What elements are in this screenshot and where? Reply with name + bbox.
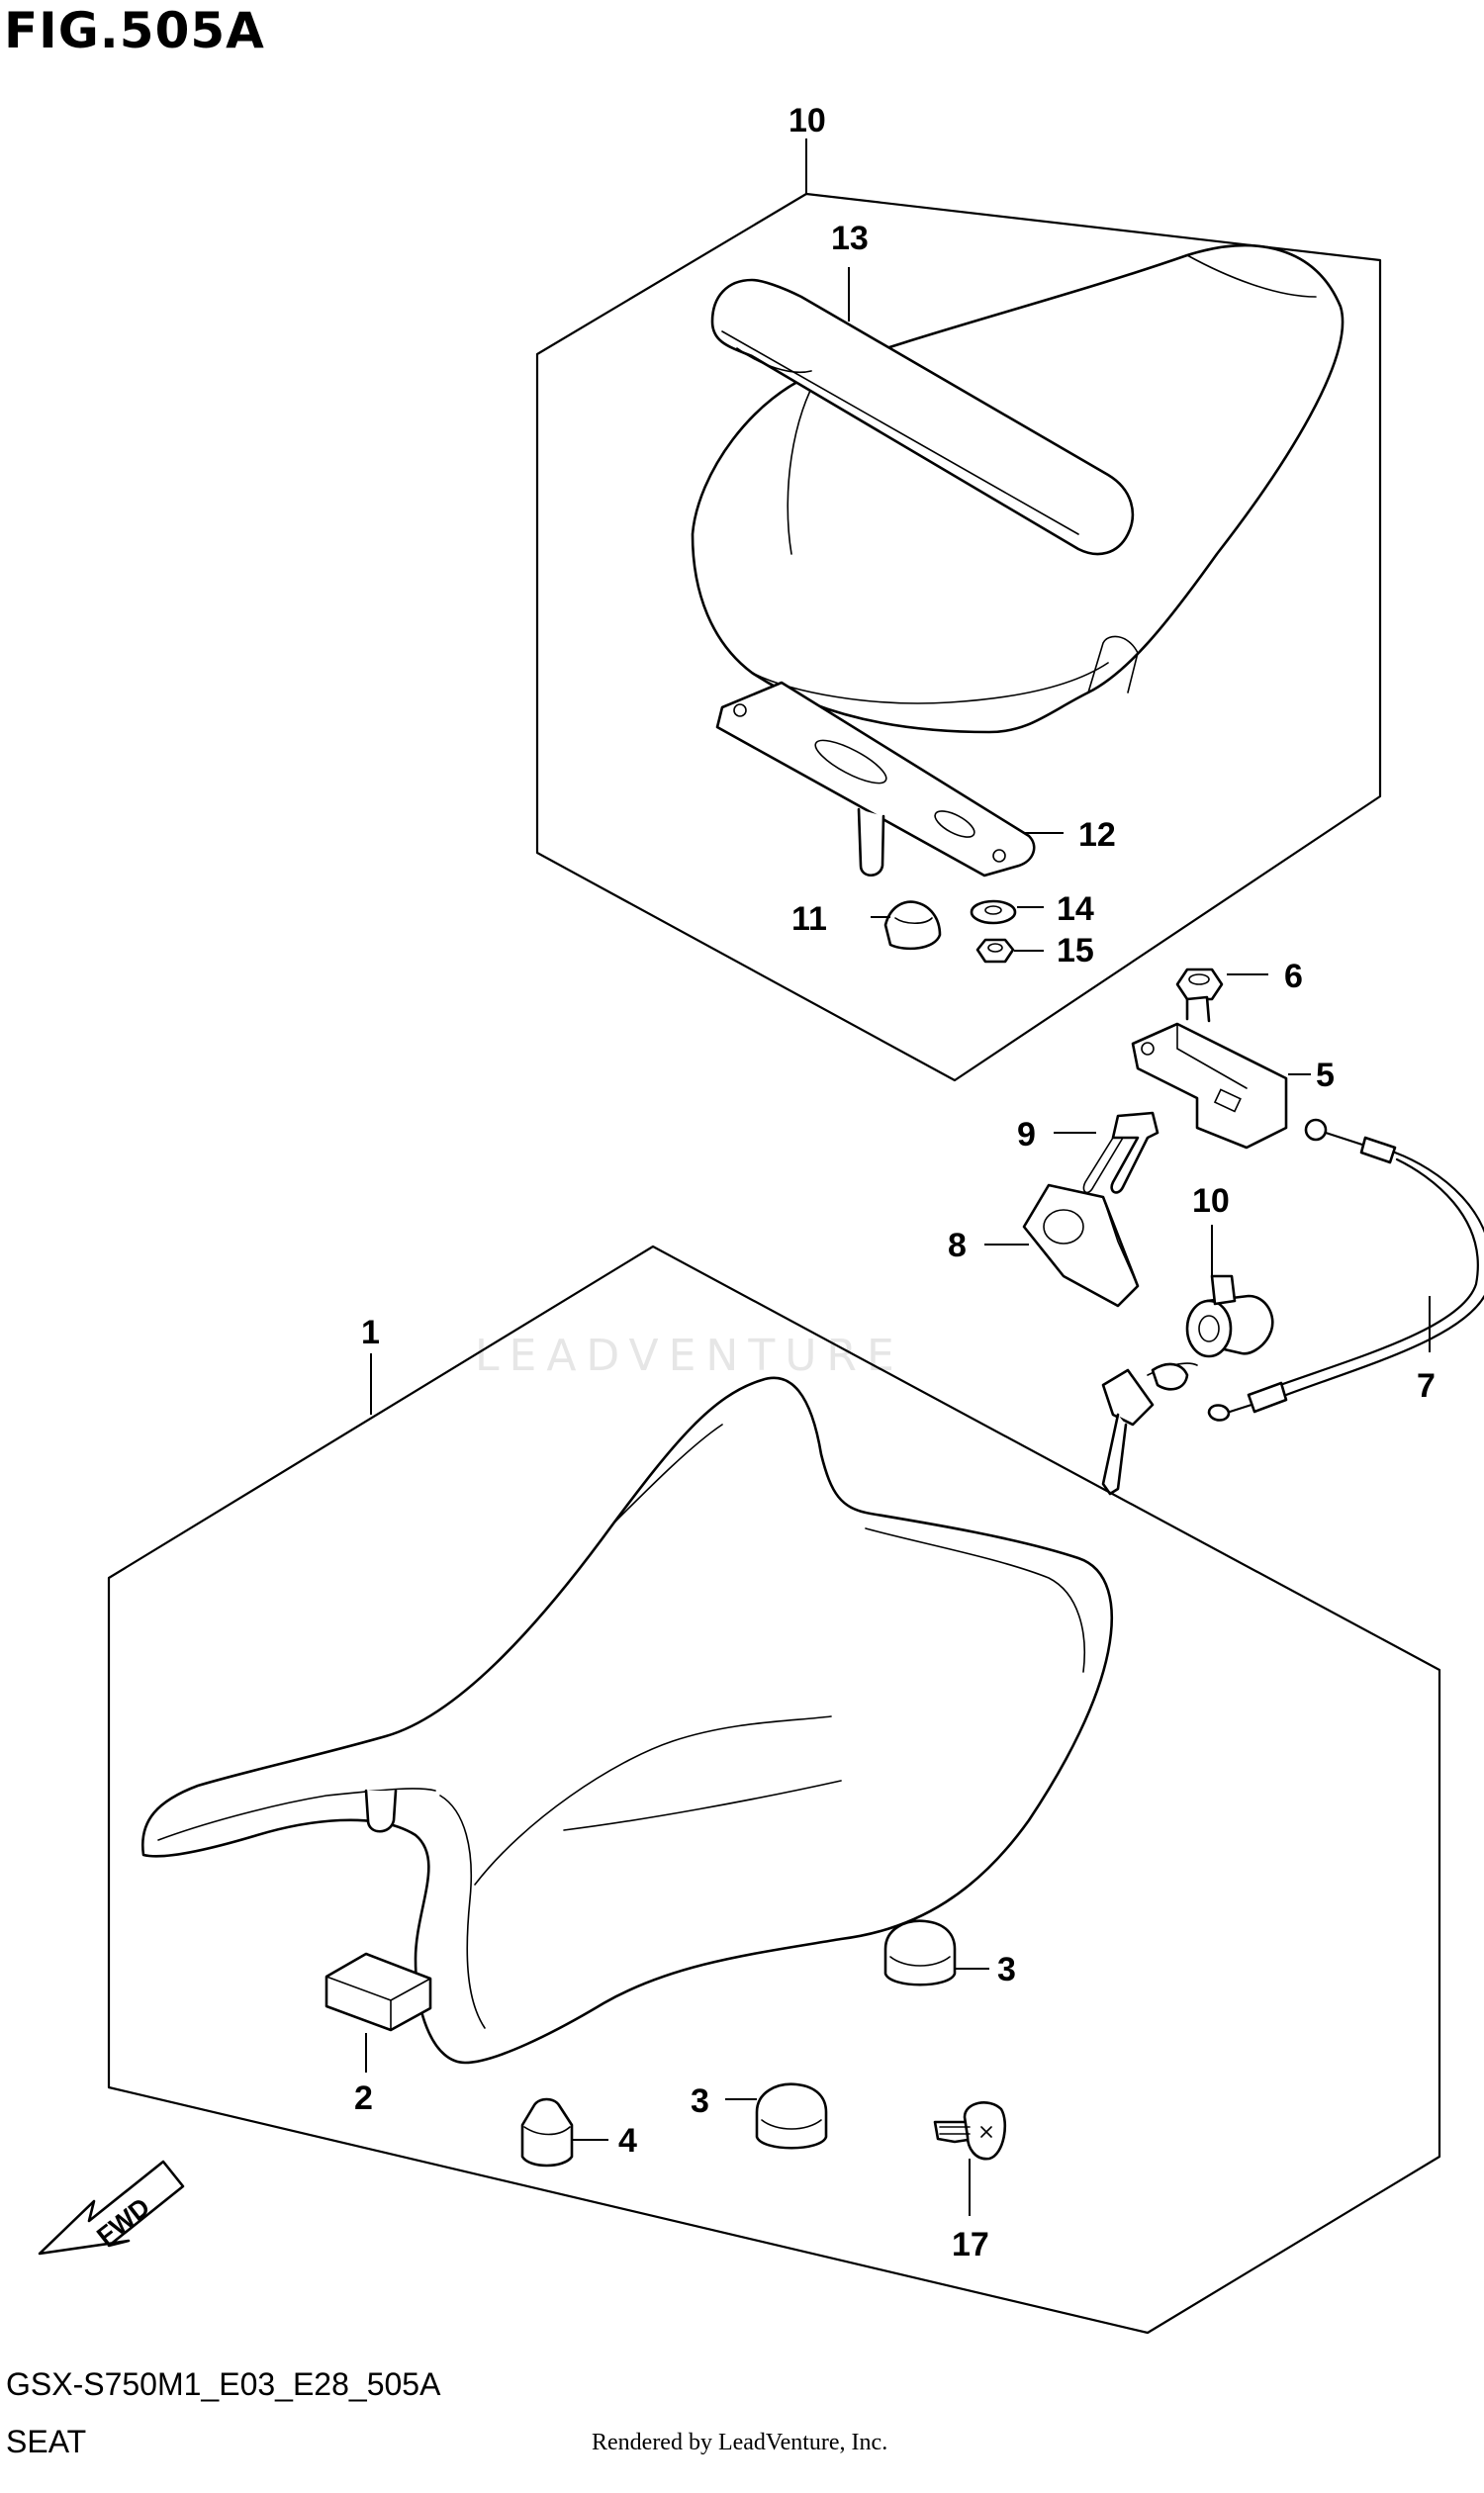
callout-2: 2 <box>354 2079 373 2117</box>
callout-11: 10 <box>788 102 826 139</box>
callout-8: 8 <box>948 1227 967 1264</box>
ignition-key[interactable] <box>1101 1362 1198 1496</box>
washer-15[interactable] <box>970 899 1017 925</box>
callout-17: 17 <box>952 2226 989 2263</box>
callout-15: 14 <box>1057 890 1094 928</box>
callout-10: 10 <box>1192 1182 1230 1220</box>
callout-5: 5 <box>1316 1057 1335 1094</box>
lock-plate[interactable] <box>1022 1183 1140 1308</box>
front-seat[interactable] <box>140 1376 1114 2065</box>
section-name: SEAT <box>6 2424 87 2459</box>
group-boundary-rear-seat <box>535 192 1382 1082</box>
nut-16[interactable] <box>975 938 1015 964</box>
seat-lock-assembly[interactable] <box>1131 995 1288 1150</box>
callout-4: 4 <box>618 2122 637 2160</box>
leader-lines <box>365 138 1431 2216</box>
callout-7: 7 <box>1417 1367 1436 1405</box>
callout-6: 6 <box>1284 958 1303 995</box>
callout-3-lower: 3 <box>691 2082 709 2120</box>
screw-17[interactable] <box>933 2101 1007 2161</box>
callout-9: 9 <box>1017 1116 1036 1154</box>
model-code: GSX-S750M1_E03_E28_505A <box>6 2366 441 2402</box>
callout-16: 15 <box>1057 932 1094 970</box>
nut-6[interactable] <box>1175 968 1224 1001</box>
cushion-3-right[interactable] <box>883 1919 957 1986</box>
callout-1: 1 <box>361 1314 380 1351</box>
figure-title: FIG.505A <box>4 2 265 59</box>
fwd-arrow: FWD <box>38 2160 185 2256</box>
seat-lock-cable[interactable] <box>1207 1118 1484 1422</box>
cushion-3-lower[interactable] <box>755 2082 828 2150</box>
group-boundary-front-seat <box>107 1245 1441 2335</box>
seat-bracket[interactable] <box>715 681 1036 877</box>
rendered-by-credit: Rendered by LeadVenture, Inc. <box>592 2430 888 2455</box>
callout-3-right: 3 <box>997 1951 1016 1988</box>
callout-14: 13 <box>831 220 869 257</box>
spring-clip[interactable] <box>1082 1111 1159 1194</box>
lock-cylinder[interactable] <box>1185 1274 1274 1358</box>
callout-13: 12 <box>1078 816 1116 854</box>
cushion-12[interactable] <box>883 900 942 951</box>
callout-12: 11 <box>791 900 827 938</box>
seat-pad[interactable] <box>325 1952 432 2032</box>
grab-handle[interactable] <box>710 278 1135 556</box>
cushion-4[interactable] <box>520 2097 574 2168</box>
